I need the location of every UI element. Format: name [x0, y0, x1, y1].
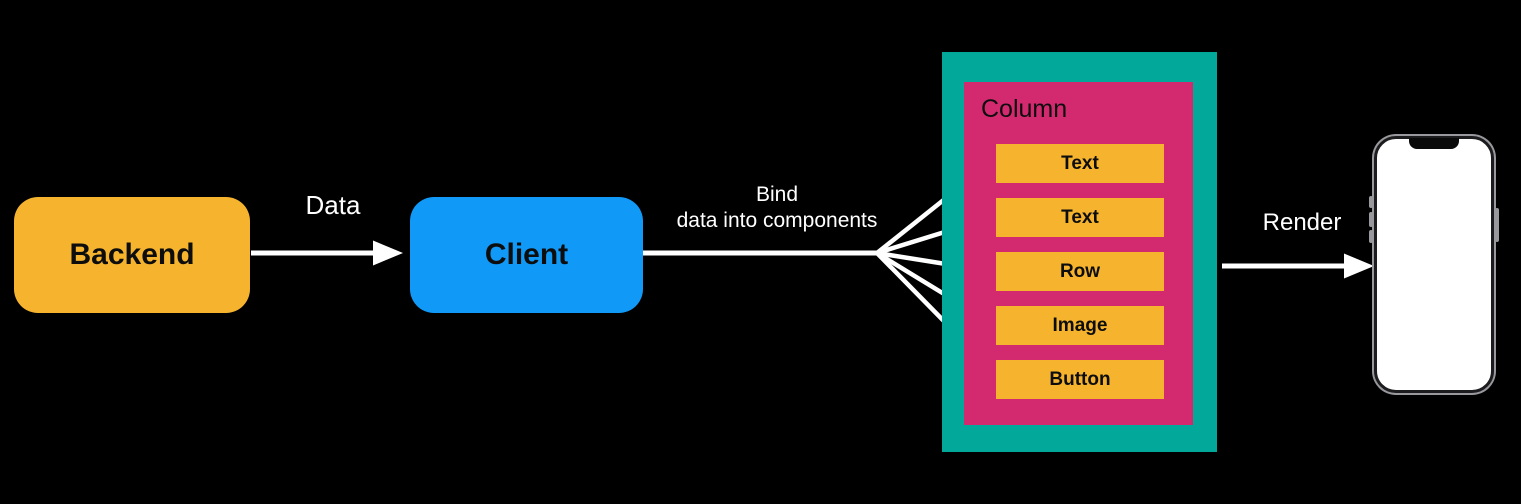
client-label: Client — [484, 238, 569, 271]
backend-node: Backend — [14, 197, 250, 313]
column-item-label: Button — [1049, 368, 1111, 390]
column-title: Column — [981, 95, 1068, 123]
bind-edge-label-line2: data into components — [676, 209, 878, 232]
column-item-label: Image — [1052, 314, 1108, 336]
phone-power-button-icon — [1495, 208, 1499, 242]
column-item-row: Row — [996, 252, 1164, 291]
phone-icon — [1369, 136, 1499, 393]
phone-volume-up-icon — [1369, 212, 1373, 227]
bind-edge-label-line1: Bind — [755, 183, 799, 206]
phone-volume-down-icon — [1369, 230, 1373, 243]
render-edge-label: Render — [1262, 209, 1342, 236]
column-item-text-2: Text — [996, 198, 1164, 237]
column-item-label: Text — [1061, 152, 1099, 174]
phone-notch-icon — [1409, 138, 1459, 149]
column-item-label: Text — [1061, 206, 1099, 228]
column-item-label: Row — [1059, 260, 1101, 282]
column-item-button: Button — [996, 360, 1164, 399]
data-edge-label: Data — [305, 190, 361, 220]
column-item-image: Image — [996, 306, 1164, 345]
client-node: Client — [410, 197, 643, 313]
column-inner-container: Column Text Text Row Image Button — [964, 82, 1193, 425]
column-outer-container: Column Text Text Row Image Button — [942, 52, 1217, 452]
backend-label: Backend — [69, 238, 195, 271]
bind-edge-label: Bind data into components — [602, 182, 952, 234]
column-item-text-1: Text — [996, 144, 1164, 183]
phone-mute-switch-icon — [1369, 196, 1373, 208]
